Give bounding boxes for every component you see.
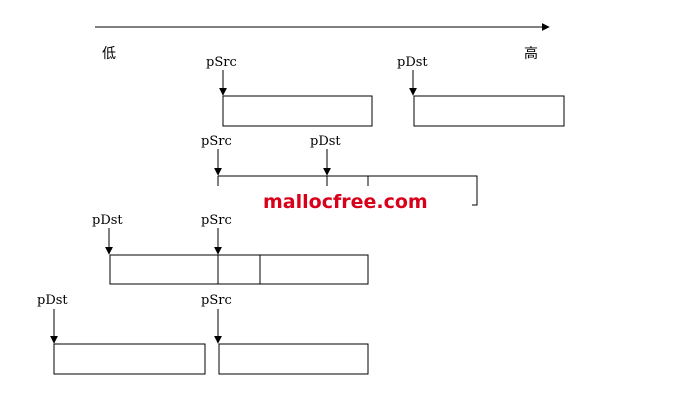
case-2-dst-label: pDst [310,134,341,149]
case-1-dst-label: pDst [397,55,428,70]
case-2-src-label: pSrc [201,134,232,149]
case-1-dst-block [413,95,565,127]
case-3-merged-block [109,254,369,285]
case-4-src-label: pSrc [201,293,232,308]
axis-high-label: 高 [524,45,538,62]
watermark-text: mallocfree.com [263,191,428,213]
case-4-dst-label: pDst [37,293,68,308]
case-2-overlap-dst-inside-src: pSrc pDst mallocfree.com [201,134,478,213]
case-4-dst-block [53,343,206,375]
case-3-src-label: pSrc [201,213,232,228]
case-2-overlap-bracket [217,175,478,206]
case-3-overlap-dst-before-src: pDst pSrc [92,213,369,285]
address-axis: 低 高 [95,23,550,62]
case-1-src-label: pSrc [206,55,237,70]
axis-low-label: 低 [102,46,116,62]
case-4-src-block [218,343,369,375]
case-3-dst-label: pDst [92,213,123,228]
case-1-src-block [222,95,373,127]
case-4-no-overlap-dst-low: pDst pSrc [37,293,369,375]
case-1-no-overlap-dst-high: pSrc pDst [206,55,565,127]
